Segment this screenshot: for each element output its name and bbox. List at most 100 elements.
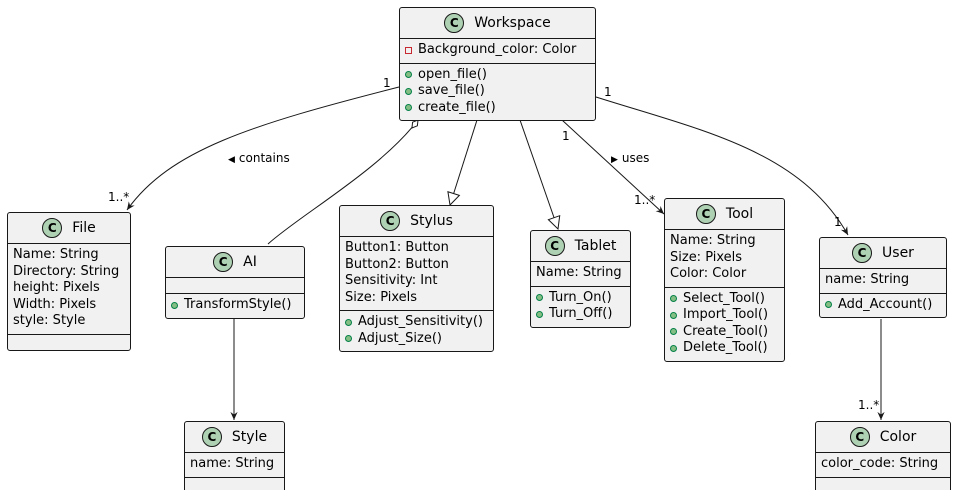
edge-workspace-ai: [267, 119, 419, 245]
class-method: create_file(): [405, 100, 590, 117]
multiplicity-file: 1..*: [108, 190, 130, 204]
class-header: C User: [820, 238, 946, 268]
class-badge-icon: C: [544, 236, 565, 256]
class-methods-section: open_file()save_file()create_file(): [400, 62, 595, 121]
public-visibility-icon: [345, 318, 352, 326]
class-fields-section: [166, 277, 304, 293]
class-method: Import_Tool(): [670, 307, 779, 324]
public-visibility-icon: [345, 335, 352, 343]
class-name: AI: [243, 253, 257, 270]
member-text: Adjust_Sensitivity(): [358, 314, 483, 329]
class-name: Tablet: [574, 237, 617, 254]
member-text: save_file(): [418, 83, 485, 98]
edge-stylus-workspace: [450, 119, 478, 205]
member-text: Create_Tool(): [683, 323, 769, 339]
class-fields-section: name: String: [820, 268, 946, 293]
class-badge-icon: C: [380, 211, 401, 231]
member-text: Turn_Off(): [549, 306, 613, 321]
member-text: name: String: [190, 456, 275, 471]
member-text: Background_color: Color: [418, 42, 577, 57]
class-color[interactable]: C Color color_code: String: [815, 421, 951, 490]
class-attribute: Button2: Button: [345, 257, 488, 274]
class-method: Add_Account(): [825, 297, 941, 314]
member-text: create_file(): [418, 99, 496, 115]
edge-workspace-user: [595, 96, 849, 236]
class-methods-section: [185, 476, 284, 490]
class-badge-icon: C: [42, 218, 63, 238]
class-attribute: Background_color: Color: [405, 42, 590, 59]
member-text: Width: Pixels: [13, 296, 97, 312]
class-method: Adjust_Sensitivity(): [345, 314, 488, 331]
label-contains: ◀contains: [228, 151, 290, 165]
class-method: TransformStyle(): [171, 297, 299, 314]
member-text: open_file(): [418, 66, 487, 82]
class-badge-icon: C: [849, 427, 870, 447]
member-text: Turn_On(): [549, 289, 612, 305]
member-text: Color: Color: [670, 266, 747, 281]
class-badge-icon: C: [695, 204, 716, 224]
class-name: Stylus: [410, 212, 453, 229]
class-method: Select_Tool(): [670, 291, 779, 308]
multiplicity-workspace-uses: 1: [562, 129, 570, 143]
public-visibility-icon: [670, 311, 677, 319]
class-header: C Stylus: [340, 206, 493, 236]
class-badge-icon: C: [444, 13, 465, 33]
class-methods-section: [8, 333, 130, 350]
public-visibility-icon: [536, 294, 543, 302]
multiplicity-user: 1: [834, 215, 842, 229]
member-text: style: Style: [13, 313, 86, 328]
class-fields-section: Name: String: [531, 261, 630, 286]
class-method: open_file(): [405, 67, 590, 84]
label-uses: ▶uses: [611, 151, 650, 165]
class-attribute: Button1: Button: [345, 240, 488, 257]
class-method: Turn_Off(): [536, 306, 625, 323]
class-header: C Color: [816, 422, 950, 452]
member-text: Size: Pixels: [670, 249, 743, 265]
class-badge-icon: C: [852, 243, 873, 263]
member-text: height: Pixels: [13, 280, 100, 295]
edge-workspace-file: [126, 86, 400, 211]
class-fields-section: name: String: [185, 452, 284, 477]
member-text: Name: String: [536, 265, 622, 280]
member-text: Name: String: [13, 247, 99, 262]
multiplicity-workspace-contains: 1: [383, 76, 391, 90]
class-attribute: style: Style: [13, 313, 125, 330]
class-method: Delete_Tool(): [670, 340, 779, 357]
public-visibility-icon: [405, 104, 412, 112]
class-methods-section: [816, 476, 950, 490]
class-attribute: Color: Color: [670, 266, 779, 283]
direction-triangle-icon: ▶: [611, 155, 618, 165]
edge-tablet-workspace: [519, 119, 558, 229]
class-name: Color: [879, 428, 917, 445]
class-attribute: height: Pixels: [13, 280, 125, 297]
member-text: color_code: String: [821, 456, 939, 471]
class-attribute: Name: String: [536, 265, 625, 282]
direction-triangle-icon: ◀: [228, 155, 235, 165]
class-name: File: [72, 219, 96, 236]
member-text: Add_Account(): [838, 296, 933, 312]
public-visibility-icon: [405, 87, 412, 95]
public-visibility-icon: [670, 344, 677, 352]
class-method: save_file(): [405, 83, 590, 100]
class-attribute: color_code: String: [821, 456, 945, 473]
member-text: Import_Tool(): [683, 307, 769, 322]
public-visibility-icon: [825, 301, 832, 309]
member-text: Size: Pixels: [345, 289, 418, 305]
class-attribute: Size: Pixels: [670, 250, 779, 267]
class-name: Style: [231, 428, 268, 445]
member-text: Button2: Button: [345, 256, 449, 272]
class-name: User: [882, 244, 914, 261]
